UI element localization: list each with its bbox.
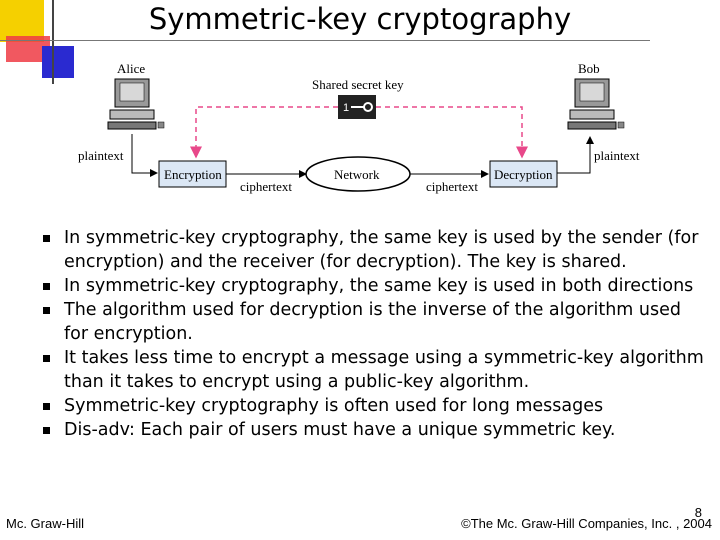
footer-publisher: Mc. Graw-Hill [6,516,84,531]
plaintext-right-label: plaintext [594,148,640,163]
bob-computer-icon [567,78,625,130]
plaintext-left-label: plaintext [78,148,124,163]
bullet-square-icon [43,427,50,434]
deco-yellow-square [0,0,44,42]
network-label: Network [334,167,380,182]
bullet-square-icon [43,355,50,362]
key-icon: 1 [338,95,376,119]
ciphertext-left-label: ciphertext [240,179,292,194]
deco-vertical-line [52,0,54,84]
bullet-square-icon [43,235,50,242]
decryption-box [489,160,558,188]
bullet-square-icon [43,307,50,314]
alice-label: Alice [117,61,145,76]
deco-blue-square [42,46,74,78]
bullet-square-icon [43,403,50,410]
bullet-item: Symmetric-key cryptography is often used… [40,394,705,418]
footer-copyright: ©The Mc. Graw-Hill Companies, Inc. , 200… [461,516,712,531]
bullet-square-icon [43,283,50,290]
bullet-item: The algorithm used for decryption is the… [40,298,705,346]
key-line-left [190,106,338,159]
slide-title: Symmetric-key cryptography [148,2,572,36]
ciphertext-right-label: ciphertext [426,179,478,194]
symmetric-key-diagram: Alice Bob Shared secret key 1 plaintext … [78,61,640,194]
bullet-item: In symmetric-key cryptography, the same … [40,226,705,274]
plaintext-right-arrow [557,136,594,174]
svg-text:1: 1 [343,102,349,114]
page-number: 8 [694,505,702,520]
deco-horizontal-line [0,40,650,41]
key-line-right [376,106,528,159]
bullet-list: In symmetric-key cryptography, the same … [40,226,705,442]
bob-label: Bob [578,61,600,76]
bullet-item: Dis-adv: Each pair of users must have a … [40,418,705,442]
alice-computer-icon [107,78,165,130]
shared-key-label: Shared secret key [312,77,404,92]
decryption-label: Decryption [494,167,553,182]
bullet-item: In symmetric-key cryptography, the same … [40,274,705,298]
encryption-label: Encryption [164,167,222,182]
plaintext-left-arrow [131,134,158,177]
bullet-item: It takes less time to encrypt a message … [40,346,705,394]
encryption-box [158,160,227,188]
